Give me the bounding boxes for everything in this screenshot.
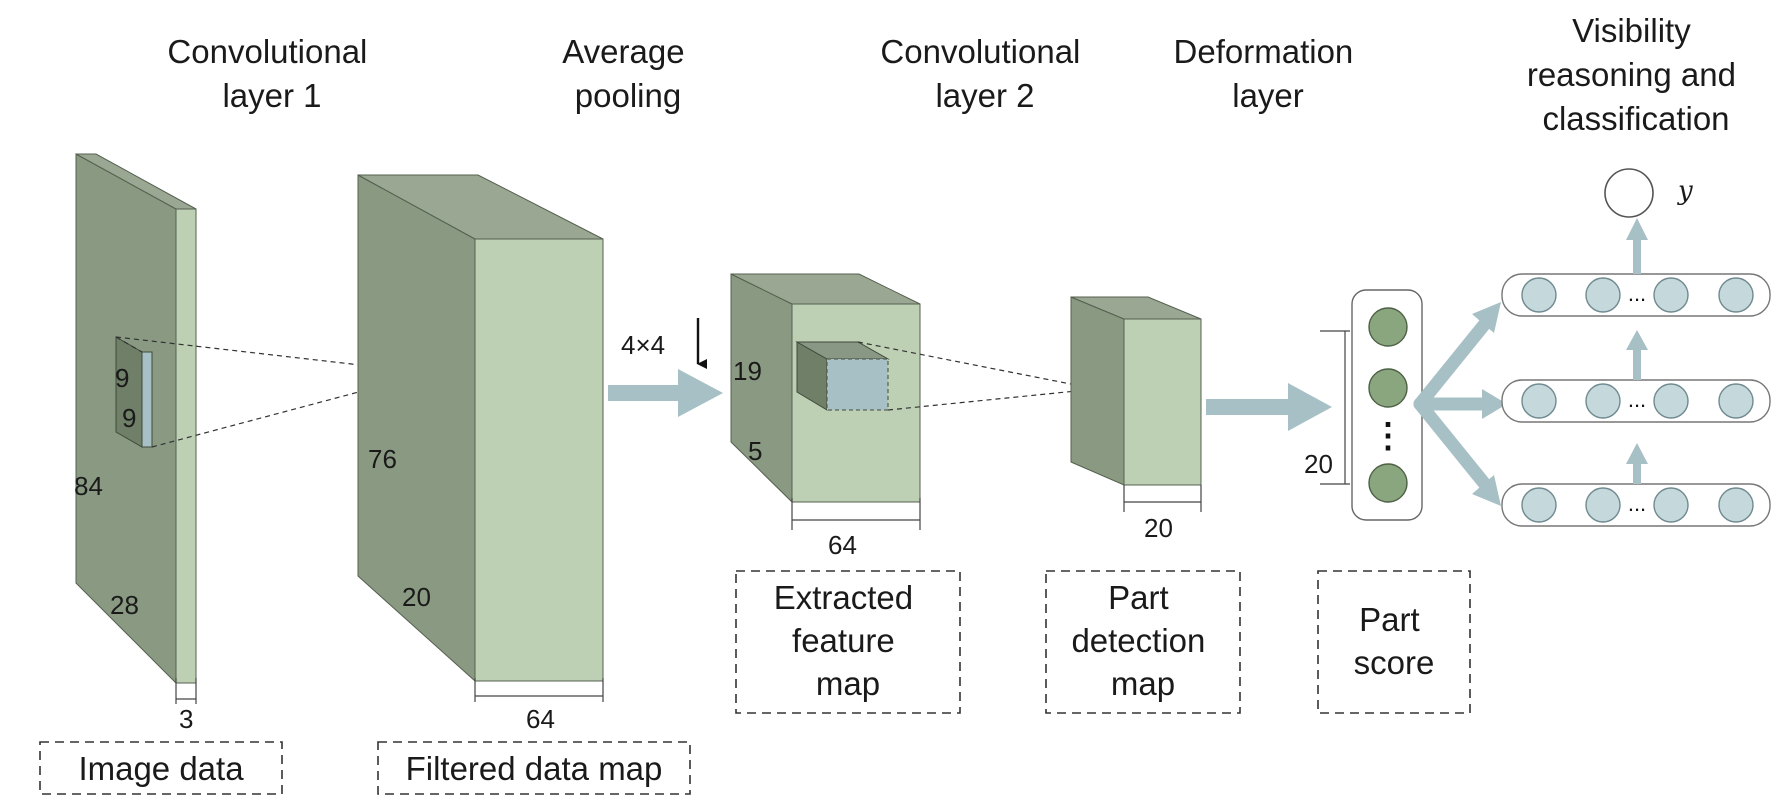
kernel1-width-label: 9 [122, 403, 136, 433]
title-deformation: Deformation layer [1174, 33, 1363, 114]
filtered-depth-ruler [474, 678, 604, 702]
image-height-label: 84 [74, 471, 103, 501]
feature-depth-label: 64 [828, 530, 857, 560]
pooling-arrow [608, 369, 723, 417]
caption-box-feature-map [735, 570, 961, 714]
part-score-unit [1368, 463, 1408, 503]
filtered-data-volume [357, 174, 604, 683]
row-ellipsis-bottom: ... [1628, 491, 1646, 516]
fanout-arrows [1413, 302, 1507, 506]
title-visibility: Visibility reasoning and classification [1527, 12, 1745, 137]
score-count-ruler [1320, 330, 1350, 485]
kernel-1-front [141, 351, 153, 448]
score-count-label: 20 [1304, 449, 1333, 479]
row-ellipsis-top: ... [1628, 281, 1646, 306]
deformation-arrow [1206, 383, 1332, 431]
part-depth-label: 20 [1144, 513, 1173, 543]
row-ellipsis-middle: ... [1628, 387, 1646, 412]
filtered-width-label: 20 [402, 582, 431, 612]
caption-box-part-detection [1045, 570, 1241, 714]
output-label: y [1677, 176, 1693, 206]
hidden-units-top [1521, 277, 1754, 313]
kernel1-height-label: 9 [115, 363, 129, 393]
image-data-volume [75, 153, 431, 685]
feature-width-label: 5 [748, 436, 762, 466]
caption-part-score: Part score [1354, 601, 1435, 681]
filtered-height-label: 76 [368, 444, 397, 474]
filtered-depth-label: 64 [526, 704, 555, 734]
title-conv1: Convolutional layer 1 [167, 33, 376, 114]
image-depth-label: 3 [179, 704, 193, 734]
caption-image-data: Image data [78, 750, 244, 787]
row-connections [1626, 218, 1648, 484]
caption-feature-map: Extracted feature map [774, 579, 923, 702]
title-conv2: Convolutional layer 2 [880, 33, 1089, 114]
output-node [1604, 168, 1654, 218]
part-score-unit [1368, 307, 1408, 347]
feature-map-volume [730, 273, 1097, 504]
pool-size-label: 4×4 [621, 330, 665, 360]
vertical-ellipsis: ⋮ [1371, 417, 1405, 455]
part-detection-volume [1070, 296, 1202, 486]
part-score-unit [1368, 368, 1408, 408]
part-depth-ruler [1123, 485, 1202, 512]
caption-part-detection: Part detection map [1071, 579, 1214, 702]
image-depth-ruler [175, 678, 197, 704]
feature-depth-ruler [791, 498, 921, 530]
caption-filtered-map: Filtered data map [406, 750, 663, 787]
title-pooling: Average pooling [562, 33, 694, 114]
kernel-2-front [826, 358, 889, 411]
hidden-units-bottom [1521, 487, 1754, 523]
feature-height-label: 19 [733, 356, 762, 386]
caption-box-part-score [1317, 570, 1471, 714]
hidden-units-middle [1521, 383, 1754, 419]
caption-box-filtered-map [377, 741, 691, 795]
caption-box-image-data [39, 741, 283, 795]
image-width-label: 28 [110, 590, 139, 620]
